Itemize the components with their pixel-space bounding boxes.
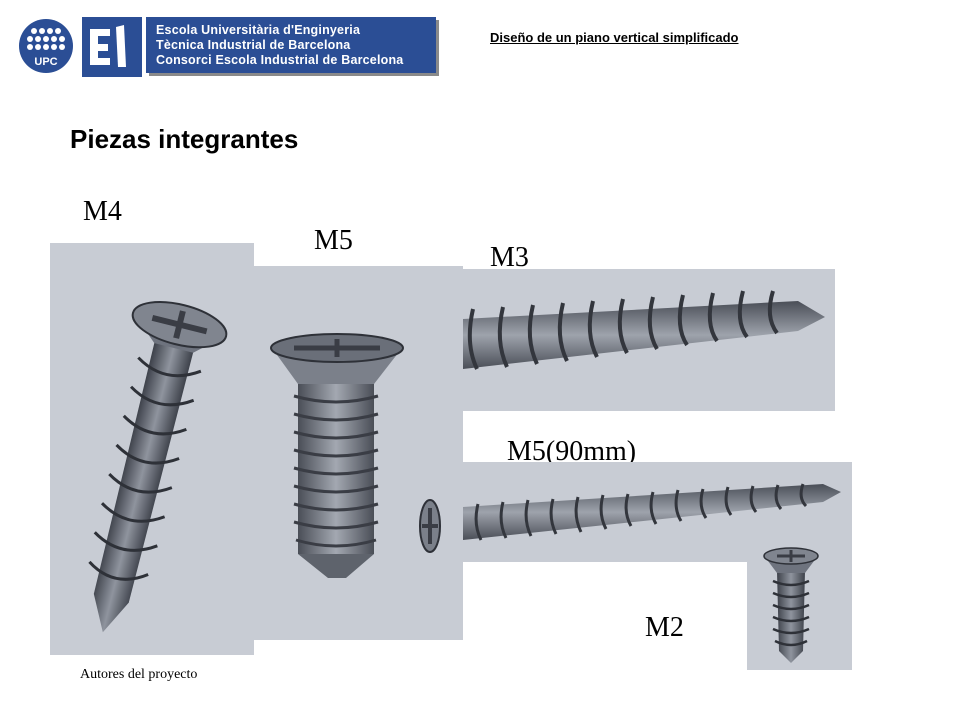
school-logo: Escola Universitària d'Enginyeria Tècnic… bbox=[82, 17, 440, 77]
school-logo-mark bbox=[82, 17, 142, 77]
upc-logo-text: UPC bbox=[34, 56, 57, 68]
screw-label-m5: M5 bbox=[314, 225, 353, 256]
countersunk-screw-icon bbox=[88, 301, 228, 633]
screw-label-m3: M3 bbox=[490, 242, 529, 273]
school-name-line-2: Tècnica Industrial de Barcelona bbox=[156, 38, 351, 52]
school-name-line-1: Escola Universitària d'Enginyeria bbox=[156, 23, 361, 37]
small-screw-icon bbox=[763, 547, 819, 663]
upc-logo: UPC bbox=[18, 18, 74, 74]
screw-image-m3 bbox=[463, 269, 835, 411]
screw-label-m2: M2 bbox=[645, 612, 684, 643]
screw-label-m5-90mm: M5(90mm) bbox=[507, 436, 637, 467]
document-title: Diseño de un piano vertical simplificado bbox=[490, 30, 739, 45]
screw-label-m4: M4 bbox=[83, 196, 122, 227]
school-name-line-3: Consorci Escola Industrial de Barcelona bbox=[156, 53, 404, 67]
countersunk-screw-icon bbox=[270, 333, 404, 578]
screw-image-m2 bbox=[747, 539, 852, 670]
screw-image-m5 bbox=[254, 266, 463, 640]
screw-head-m5-90mm bbox=[400, 490, 463, 560]
school-name-band: Escola Universitària d'Enginyeria Tècnic… bbox=[146, 17, 436, 73]
long-screw-icon bbox=[463, 290, 825, 370]
slide-title: Piezas integrantes bbox=[70, 124, 299, 154]
long-screw-icon bbox=[463, 483, 841, 541]
screw-image-m4 bbox=[50, 243, 254, 655]
footer-authors: Autores del proyecto bbox=[80, 667, 198, 682]
screw-head-icon bbox=[419, 499, 441, 553]
